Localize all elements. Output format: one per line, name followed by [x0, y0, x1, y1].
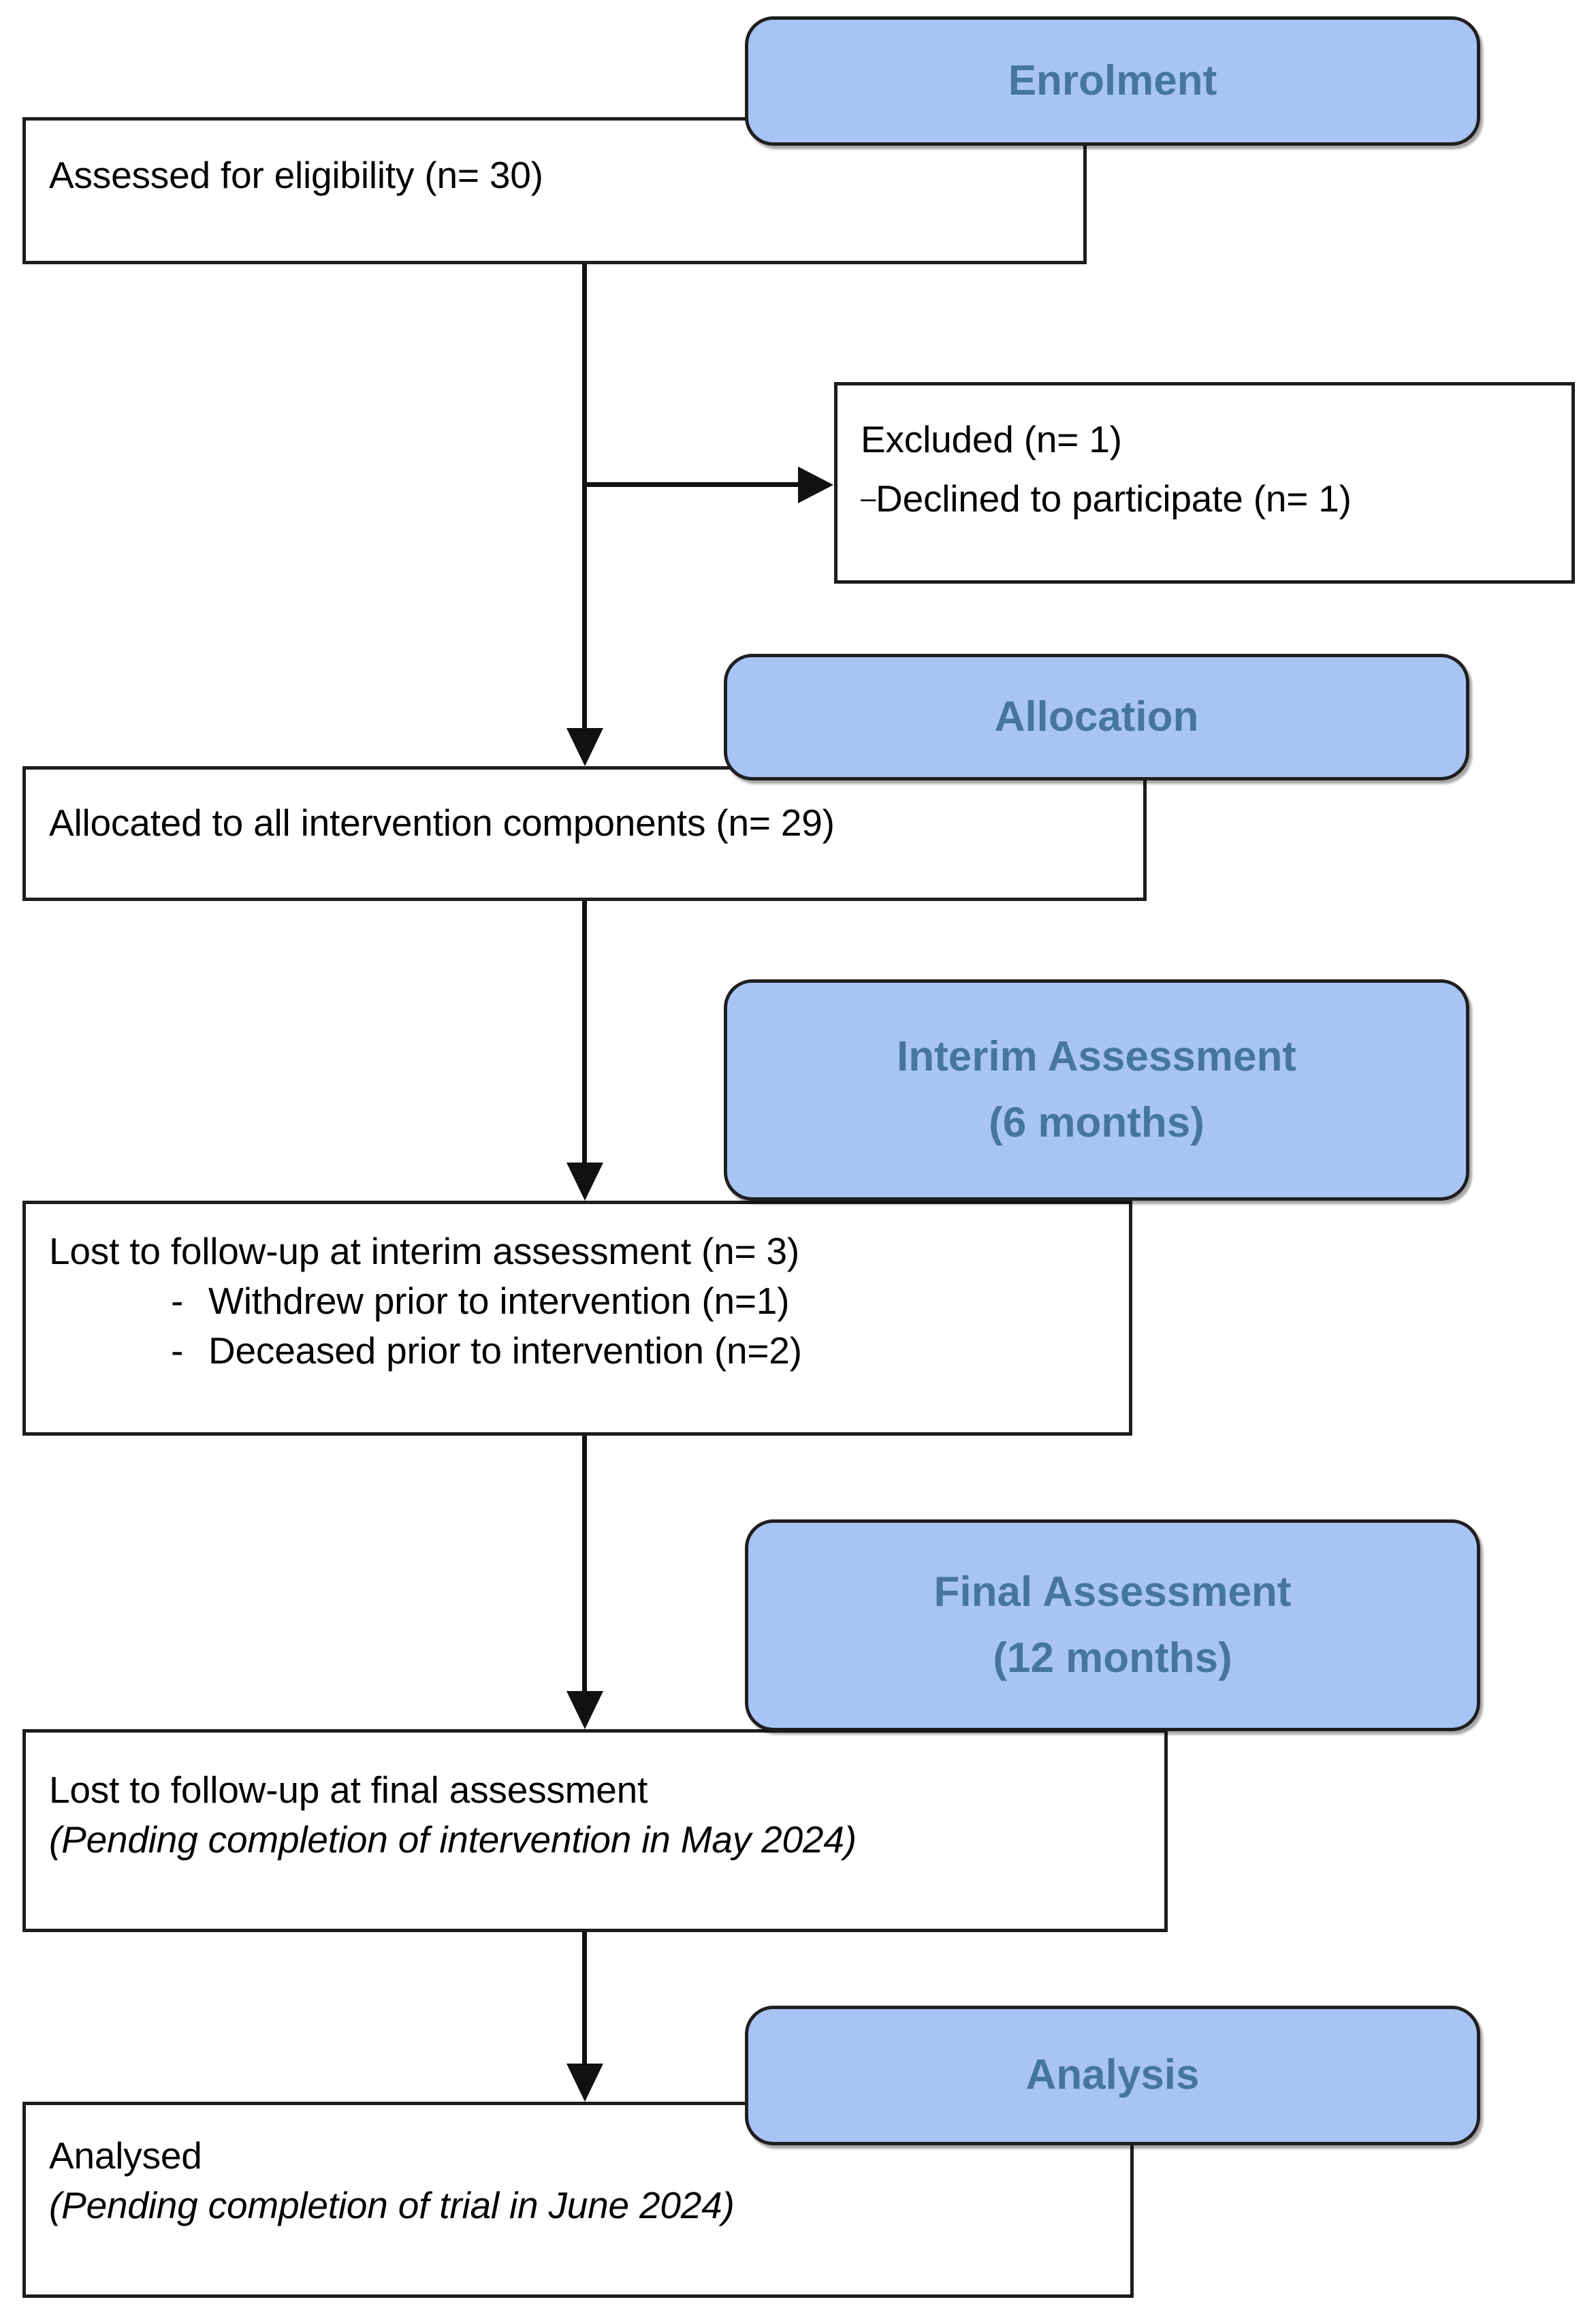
bullet-dash-icon: -	[170, 1280, 184, 1323]
arrow-interim-to-final	[566, 1691, 603, 1729]
lost-interim-bullet-2-text: Deceased prior to intervention (n=2)	[208, 1329, 802, 1372]
excluded-box: Excluded (n= 1) –Declined to participate…	[834, 382, 1575, 584]
connector-enrolment-to-excluded	[584, 482, 802, 487]
stage-label-interim-line-1: Interim Assessment	[897, 1033, 1296, 1081]
analysed-text: Analysed (Pending completion of trial in…	[49, 2131, 1118, 2230]
lost-interim-bullet-1: -Withdrew prior to intervention (n=1)	[146, 1276, 1117, 1326]
stage-label-allocation: Allocation	[994, 693, 1199, 740]
allocated-box: Allocated to all intervention components…	[22, 766, 1147, 901]
stage-label-final-line-1: Final Assessment	[933, 1568, 1292, 1616]
connector-allocation-to-interim	[582, 901, 587, 1173]
excluded-dash-icon: –	[861, 484, 876, 514]
arrow-enrolment-to-excluded	[798, 467, 833, 503]
stage-label-enrolment: Enrolment	[1008, 57, 1217, 104]
excluded-line-1: Excluded (n= 1)	[861, 418, 1122, 460]
lost-interim-line-1: Lost to follow-up at interim assessment …	[49, 1230, 799, 1272]
stage-label-final-line-2: (12 months)	[993, 1634, 1232, 1681]
lost-final-text: Lost to follow-up at final assessment (P…	[49, 1765, 1152, 1865]
stage-banner-analysis: Analysis	[745, 2006, 1480, 2145]
lost-interim-box: Lost to follow-up at interim assessment …	[22, 1201, 1132, 1436]
eligibility-line-1: Assessed for eligibility (n= 30)	[49, 154, 543, 196]
allocated-text: Allocated to all intervention components…	[49, 798, 1131, 848]
allocated-line-1: Allocated to all intervention components…	[49, 802, 835, 844]
lost-final-line-1: Lost to follow-up at final assessment	[49, 1769, 648, 1811]
stage-label-analysis: Analysis	[1025, 2051, 1200, 2099]
analysed-line-1: Analysed	[49, 2134, 202, 2177]
arrow-enrolment-to-allocation	[566, 728, 603, 766]
analysed-line-2: (Pending completion of trial in June 202…	[49, 2184, 735, 2227]
lost-final-line-2: (Pending completion of intervention in M…	[49, 1818, 857, 1861]
eligibility-text: Assessed for eligibility (n= 30)	[49, 151, 1071, 200]
stage-banner-final-assessment: Final Assessment (12 months)	[745, 1519, 1480, 1731]
stage-label-interim-line-2: (6 months)	[989, 1099, 1204, 1146]
lost-final-box: Lost to follow-up at final assessment (P…	[22, 1729, 1168, 1932]
excluded-line-2: Declined to participate (n= 1)	[876, 477, 1352, 520]
lost-interim-bullet-2: -Deceased prior to intervention (n=2)	[146, 1326, 1117, 1376]
stage-banner-enrolment: Enrolment	[745, 16, 1480, 146]
lost-interim-bullets: -Withdrew prior to intervention (n=1) -D…	[49, 1276, 1117, 1376]
excluded-text: Excluded (n= 1) –Declined to participate…	[861, 415, 1559, 524]
stage-banner-allocation: Allocation	[724, 654, 1469, 780]
lost-interim-text: Lost to follow-up at interim assessment …	[49, 1227, 1117, 1376]
excluded-line-2-row: –Declined to participate (n= 1)	[861, 474, 1559, 524]
arrow-final-to-analysis	[566, 2064, 603, 2102]
stage-banner-interim-assessment: Interim Assessment (6 months)	[724, 979, 1469, 1201]
connector-final-to-analysis	[582, 1932, 587, 2074]
arrow-allocation-to-interim	[566, 1163, 603, 1201]
connector-interim-to-final	[582, 1436, 587, 1702]
bullet-dash-icon: -	[170, 1329, 184, 1372]
analysed-box: Analysed (Pending completion of trial in…	[22, 2102, 1134, 2298]
connector-enrolment-to-allocation	[582, 264, 587, 739]
lost-interim-bullet-1-text: Withdrew prior to intervention (n=1)	[208, 1280, 790, 1323]
